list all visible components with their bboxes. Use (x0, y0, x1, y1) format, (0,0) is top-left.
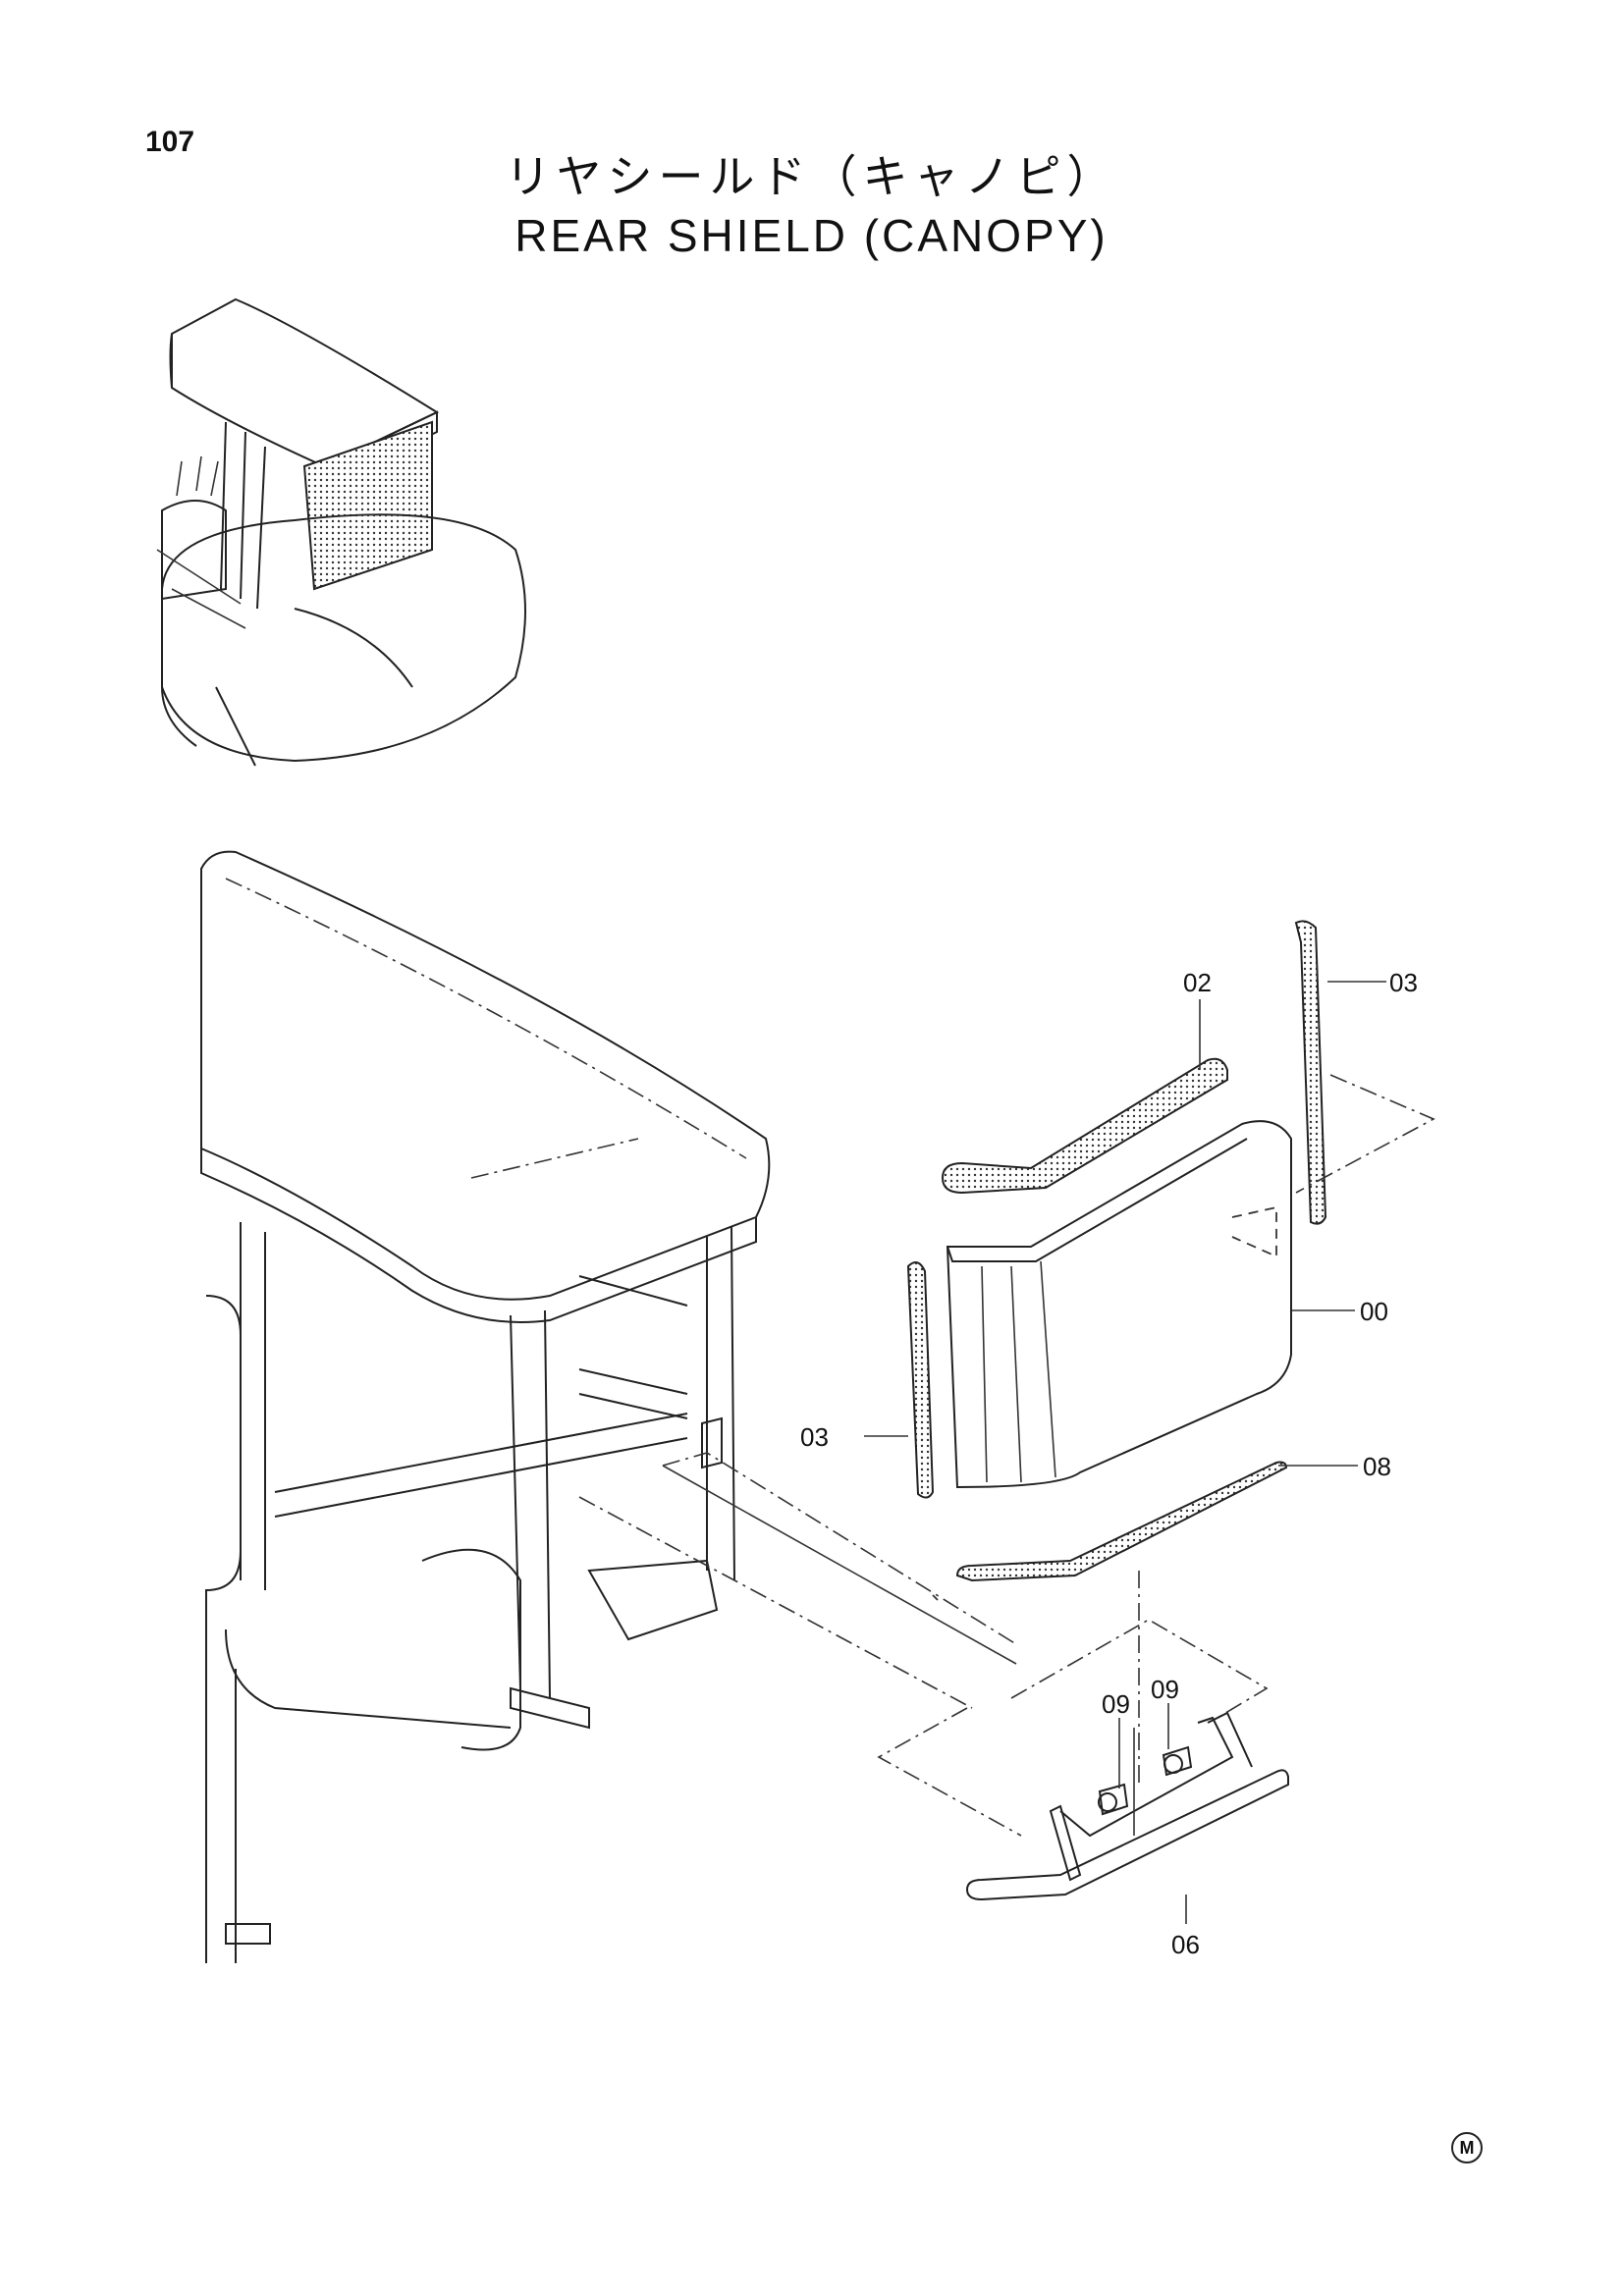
callout-03-top: 03 (1389, 968, 1418, 997)
rear-shield-assembly (877, 920, 1435, 1901)
overview-machine-illustration (156, 297, 526, 767)
callout-06: 06 (1171, 1930, 1200, 1959)
title-japanese: リヤシールド（キャノピ） (505, 150, 1118, 203)
callout-03-left: 03 (800, 1422, 829, 1452)
footer-circle-mark: M (1451, 2132, 1483, 2163)
callout-09-left: 09 (1102, 1689, 1130, 1719)
callout-leaders (864, 981, 1386, 1924)
title-english: REAR SHIELD (CANOPY) (514, 210, 1109, 261)
callout-08: 08 (1363, 1452, 1391, 1481)
part-06-bottom-rail (965, 1769, 1289, 1901)
part-02-top-seal (941, 1057, 1228, 1195)
part-09-bolt-right (1162, 1745, 1193, 1777)
page-number: 107 (145, 126, 195, 158)
overview-rear-shield-highlight (302, 420, 433, 591)
part-00-rear-shield-panel (946, 1120, 1292, 1489)
part-03-right-seal (1294, 920, 1327, 1225)
title-block: リヤシールド（キャノピ） REAR SHIELD (CANOPY) (0, 147, 1623, 265)
part-08-bottom-seal (955, 1461, 1288, 1582)
callout-00: 00 (1360, 1297, 1388, 1326)
canopy-frame-illustration (200, 850, 1017, 1963)
part-09-bolt-left (1098, 1783, 1129, 1816)
callout-labels: 02 03 00 03 08 09 09 06 (800, 968, 1418, 1959)
part-03-left-seal (906, 1261, 935, 1499)
callout-09-right: 09 (1151, 1675, 1179, 1704)
callout-02: 02 (1183, 968, 1212, 997)
